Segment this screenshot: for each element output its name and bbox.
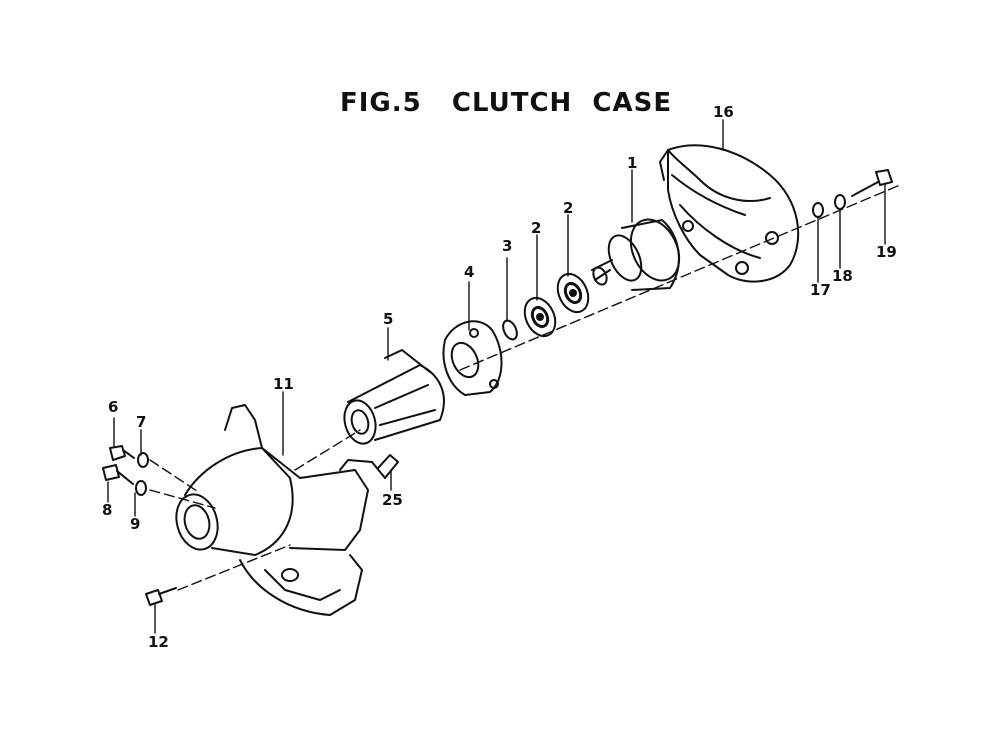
callout-6: 6 [108,398,119,416]
callout-11: 11 [273,375,294,393]
callout-16: 16 [713,103,734,121]
part-18-washer [834,194,846,210]
part-17-washer [812,202,824,218]
part-12-bolt [145,587,177,606]
part-8-screw [102,464,134,485]
callout-2-left: 2 [531,219,542,237]
callout-9: 9 [130,515,141,533]
part-11-clutch-case [175,404,386,616]
leader-lines [107,119,886,634]
part-3-snap-ring [502,319,518,341]
assembly-axis-lines [149,184,901,591]
part-1-clutch-drum [591,218,681,291]
callout-2-right: 2 [563,199,574,217]
part-7-washer [137,452,149,468]
callout-1: 1 [627,154,638,172]
callout-5: 5 [383,310,394,328]
callout-25: 25 [382,491,403,509]
callout-4: 4 [464,263,475,281]
callout-3: 3 [502,237,513,255]
part-5-cone-housing [343,349,445,445]
callout-12: 12 [148,633,169,651]
part-16-clutch-cover [659,144,800,283]
callout-19: 19 [876,243,897,261]
callout-7: 7 [136,413,147,431]
callout-8: 8 [102,501,113,519]
part-2-bearing-left [523,296,557,338]
part-19-bolt [851,169,893,197]
part-2-bearing-right [556,272,590,314]
callout-18: 18 [832,267,853,285]
part-6-screw [109,445,135,461]
part-4-bearing-holder [442,320,503,396]
callout-17: 17 [810,281,831,299]
part-9-washer [135,480,147,496]
